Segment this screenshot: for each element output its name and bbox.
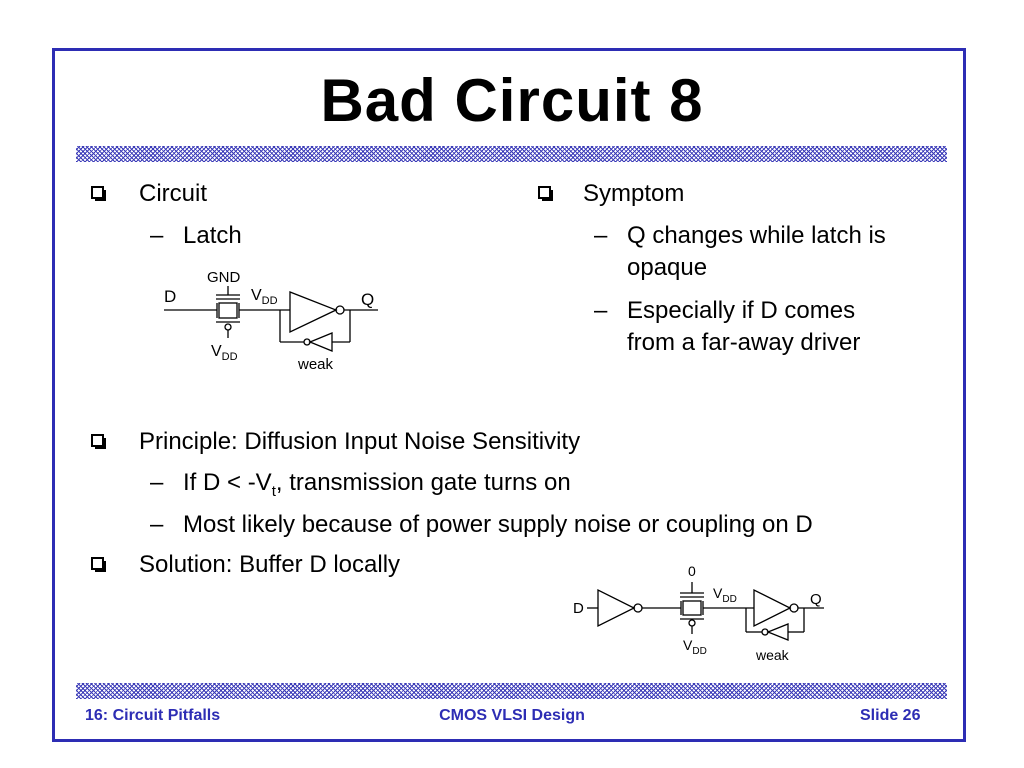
symptom-item-1-line-2: opaque	[627, 254, 708, 281]
symptom-item-1-line-1: Q changes while latch is	[627, 222, 886, 249]
dash-marker: –	[150, 222, 164, 249]
slide-title: Bad Circuit 8	[320, 67, 704, 134]
top-hatch-divider	[76, 146, 947, 162]
principle-item-2: Most likely because of power supply nois…	[183, 511, 813, 538]
footer-right: Slide 26	[860, 707, 921, 724]
footer-left: 16: Circuit Pitfalls	[85, 707, 221, 724]
bullet-icon	[91, 557, 106, 572]
dash-marker: –	[594, 297, 608, 324]
q-label: Q	[361, 290, 374, 309]
vdd-bottom-label: VDD	[683, 637, 707, 657]
buffered-latch-schematic: 0 D VDD Q VDD weak	[573, 563, 824, 663]
principle-item-1-a: If D < -V	[183, 469, 272, 496]
bullet-icon	[538, 186, 553, 201]
bottom-hatch-divider	[76, 683, 947, 699]
dash-marker: –	[150, 469, 164, 496]
symptom-item-2-line-2: from a far-away driver	[627, 329, 861, 356]
d-label: D	[573, 600, 584, 617]
bullet-icon	[91, 434, 106, 449]
symptom-item-2-line-1: Especially if D comes	[627, 297, 856, 324]
vdd-label: VDD	[251, 287, 278, 307]
vdd-bottom-label: VDD	[211, 343, 238, 363]
principle-item-1-b: , transmission gate turns on	[275, 469, 571, 496]
q-label: Q	[810, 591, 822, 608]
dash-marker: –	[150, 511, 164, 538]
symptom-heading: Symptom	[583, 180, 685, 207]
vdd-label: VDD	[713, 585, 737, 605]
dash-marker: –	[594, 222, 608, 249]
latch-label: Latch	[183, 222, 242, 249]
subscript-t: t	[271, 482, 276, 500]
principle-heading: Principle: Diffusion Input Noise Sensiti…	[139, 428, 581, 455]
principle-item-1: If D < -Vt, transmission gate turns on	[183, 466, 571, 509]
slide-frame	[52, 48, 966, 742]
circuit-heading: Circuit	[139, 180, 208, 207]
d-label: D	[164, 287, 176, 306]
weak-label: weak	[297, 356, 334, 373]
solution-heading: Solution: Buffer D locally	[139, 551, 401, 578]
footer-center: CMOS VLSI Design	[439, 707, 585, 724]
zero-label: 0	[688, 563, 696, 579]
latch-schematic: GND D VDD Q VDD weak	[164, 269, 378, 373]
gnd-label: GND	[207, 269, 241, 286]
weak-label: weak	[755, 647, 790, 663]
bullet-icon	[91, 186, 106, 201]
